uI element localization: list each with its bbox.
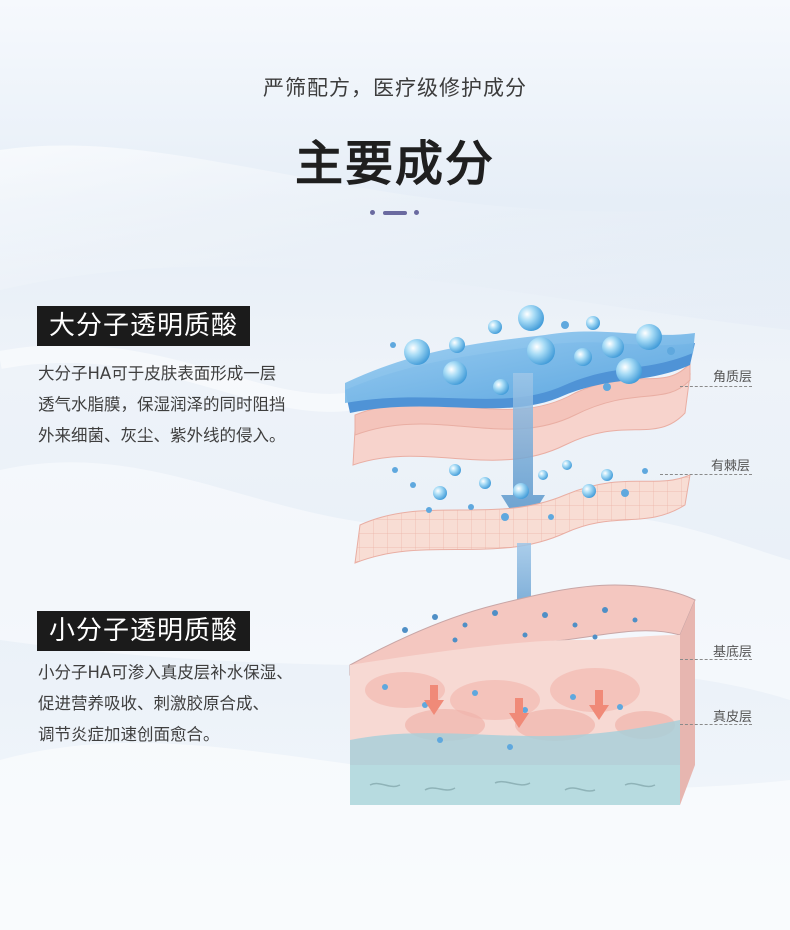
absorb-arrow-icon <box>509 698 529 728</box>
stratum-spinosum-layer <box>354 460 691 564</box>
penetration-arrow-icon <box>501 373 545 530</box>
layer-label-dermis: 真皮层 <box>713 710 753 725</box>
page-title: 主要成分 <box>294 136 495 192</box>
divider-dot-right <box>414 210 419 215</box>
desc-line: 外来细菌、灰尘、紫外线的侵入。 <box>38 426 286 445</box>
small-molecule-ha-tag: 小分子透明质酸 <box>37 611 251 651</box>
layer-leader-line <box>660 474 752 475</box>
small-molecule-ha-description: 小分子HA可渗入真皮层补水保湿、 促进营养吸收、刺激胶原合成、 调节炎症加速创面… <box>38 657 338 750</box>
layer-leader-line <box>680 724 752 725</box>
desc-line: 透气水脂膜，保湿润泽的同时阻挡 <box>38 395 286 414</box>
desc-line: 促进营养吸收、刺激胶原合成、 <box>38 694 269 713</box>
absorb-arrow-icon <box>589 690 609 720</box>
layer-leader-line <box>680 386 752 387</box>
title-divider <box>370 208 420 218</box>
layer-label-stratum-corneum: 角质层 <box>713 370 753 385</box>
large-molecule-ha-tag: 大分子透明质酸 <box>37 306 251 346</box>
divider-dot-left <box>370 210 375 215</box>
desc-line: 小分子HA可渗入真皮层补水保湿、 <box>38 663 293 682</box>
divider-bar <box>383 211 407 215</box>
page-subtitle: 严筛配方，医疗级修护成分 <box>263 76 527 100</box>
desc-line: 调节炎症加速创面愈合。 <box>38 725 220 744</box>
large-molecule-ha-description: 大分子HA可于皮肤表面形成一层 透气水脂膜，保湿润泽的同时阻挡 外来细菌、灰尘、… <box>38 358 338 451</box>
absorb-arrow-icon <box>424 685 444 715</box>
skin-layers-illustration <box>345 305 696 805</box>
layer-label-basal: 基底层 <box>713 645 753 660</box>
basal-dermis-block <box>349 584 696 805</box>
desc-line: 大分子HA可于皮肤表面形成一层 <box>38 364 277 383</box>
layer-leader-line <box>680 659 752 660</box>
layer-label-stratum-spinosum: 有棘层 <box>711 459 751 474</box>
